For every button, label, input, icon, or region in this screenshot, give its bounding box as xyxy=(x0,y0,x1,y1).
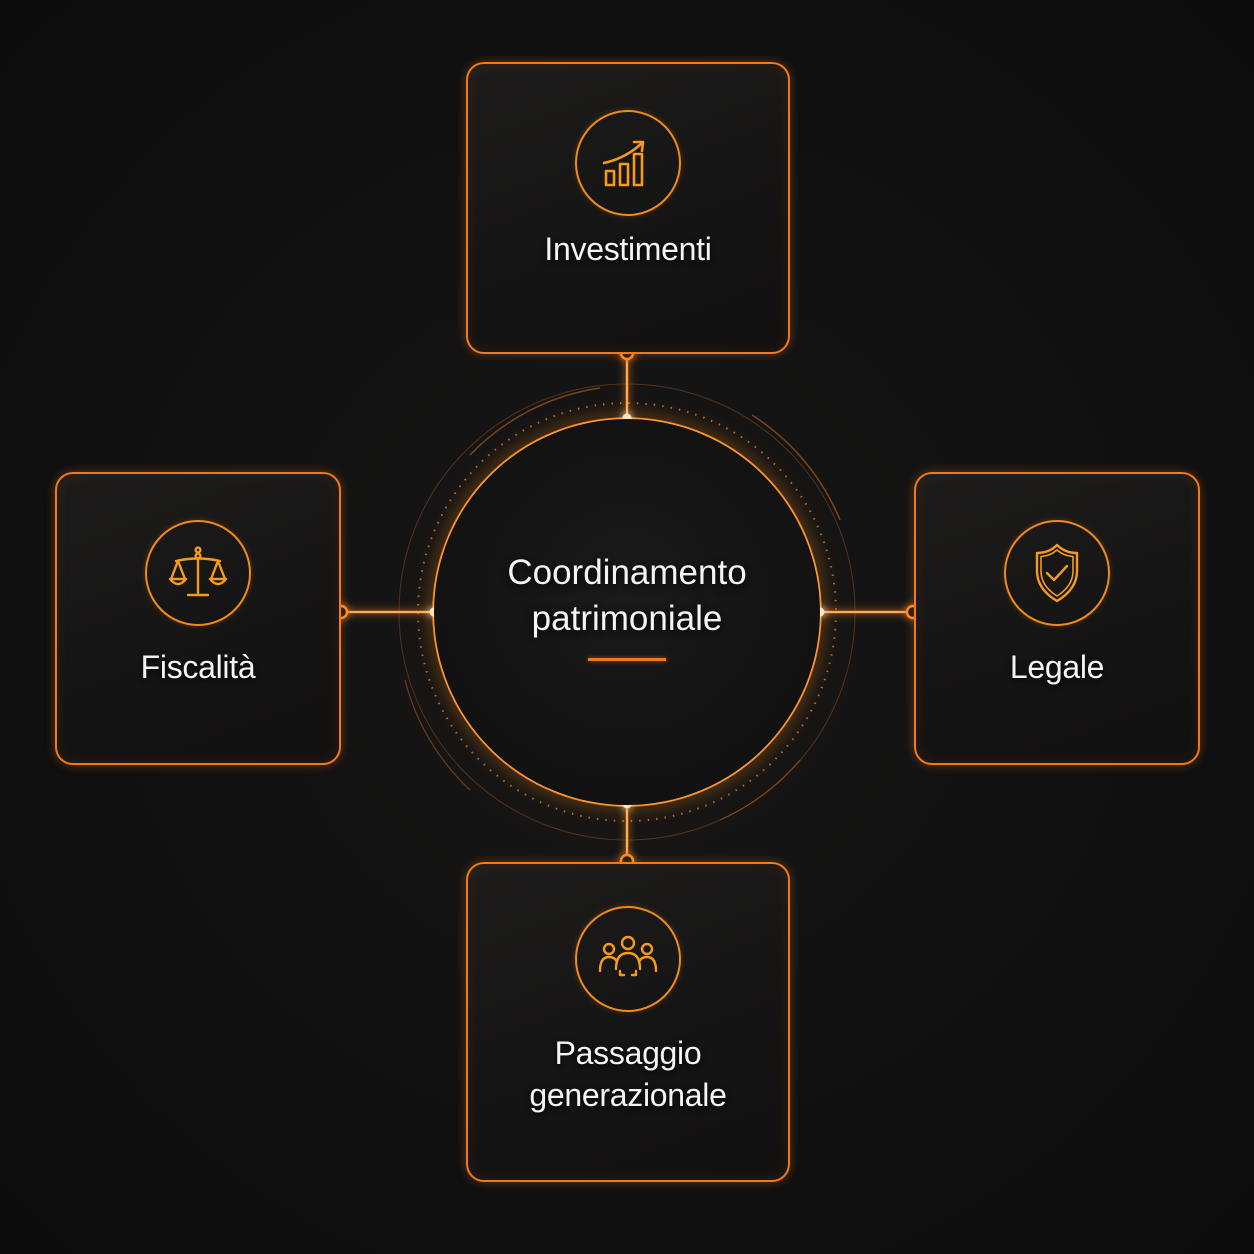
card-label-line-1: Passaggio xyxy=(554,1035,702,1071)
hub-title-line-1: Coordinamento xyxy=(507,552,747,592)
growth-chart-icon xyxy=(602,140,645,187)
card-label: Fiscalità xyxy=(140,649,256,685)
hub-underline-divider xyxy=(588,657,666,661)
shield-check-icon xyxy=(1035,543,1079,603)
icon-badge xyxy=(575,110,681,216)
icon-badge xyxy=(145,520,251,626)
card-label-line-2: generazionale xyxy=(529,1077,727,1113)
card-legale[interactable]: Legale xyxy=(914,472,1200,765)
icon-badge xyxy=(575,906,681,1012)
card-label: Investimenti xyxy=(544,231,712,267)
balance-scale-icon xyxy=(168,546,228,597)
hub-title: Coordinamento patrimoniale xyxy=(507,550,746,642)
card-fiscalita[interactable]: Fiscalità xyxy=(55,472,341,765)
people-group-icon xyxy=(598,935,658,977)
hub-title-line-2: patrimoniale xyxy=(531,598,723,638)
icon-badge xyxy=(1004,520,1110,626)
card-label: Legale xyxy=(1009,649,1105,685)
card-passaggio-generazionale[interactable]: Passaggio generazionale xyxy=(466,862,790,1182)
hub-coordinamento-patrimoniale[interactable]: Coordinamento patrimoniale xyxy=(434,419,820,805)
card-label: Passaggio generazionale xyxy=(529,1032,726,1116)
card-investimenti[interactable]: Investimenti xyxy=(466,62,790,354)
